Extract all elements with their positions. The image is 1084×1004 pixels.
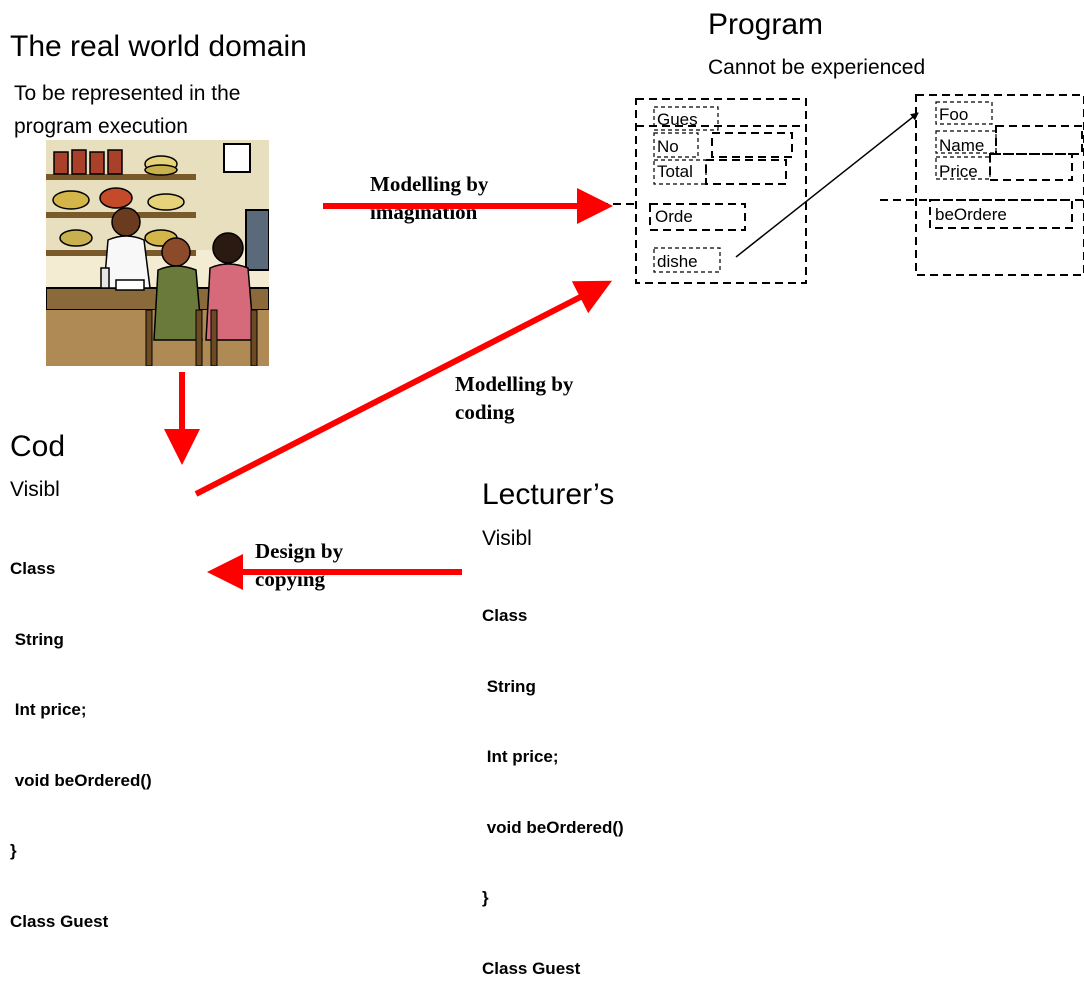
guest-object-box — [600, 98, 807, 284]
real-world-title: The real world domain — [10, 30, 307, 63]
food-field-price: Price — [939, 162, 978, 181]
guest-field-no: No — [657, 137, 679, 156]
program-subtitle: Cannot be experienced — [708, 56, 926, 79]
diagram-overlay — [164, 94, 1084, 590]
lecturer-code-line: Int price; — [482, 747, 559, 766]
code-panel-title: Cod — [10, 430, 66, 463]
coding-arrow — [194, 280, 613, 497]
guest-method-dishes: dishe — [657, 252, 698, 271]
restaurant-illustration — [45, 140, 270, 367]
design-label-line1: Design by — [255, 539, 344, 563]
imagination-label-line1: Modelling by — [370, 172, 489, 196]
code-line: String — [10, 629, 64, 649]
code-line: void beOrdered() — [10, 770, 152, 790]
guest-field-total: Total — [657, 162, 693, 181]
guest-object-header: Gues — [657, 110, 698, 129]
code-line: } — [10, 841, 17, 860]
lecturer-panel-subtitle: Visibl — [482, 527, 532, 550]
reference-arrow — [735, 112, 919, 258]
lecturer-code-line: } — [482, 888, 489, 907]
lecturer-code-line: String — [482, 676, 536, 696]
food-object-box — [880, 94, 1084, 276]
code-panel-subtitle: Visibl — [10, 478, 60, 501]
program-title: Program — [708, 8, 824, 41]
guest-method-order: Orde — [655, 207, 693, 226]
coding-arrow-label: Modelling by coding — [455, 370, 573, 426]
lecturer-code-line: void beOrdered() — [482, 817, 624, 837]
lecturer-panel-title: Lecturer’s — [482, 478, 615, 511]
code-line: Class — [10, 559, 56, 578]
coding-label-line2: coding — [455, 400, 515, 424]
real-world-subtitle-line2: program execution — [14, 115, 188, 138]
food-object-header: Foo — [939, 105, 969, 124]
code-line: Class Guest — [10, 911, 109, 931]
code-line: Int price; — [10, 700, 87, 719]
real-world-subtitle-line1: To be represented in the — [14, 82, 241, 105]
lecturer-code-line: Class — [482, 606, 528, 625]
lecturer-code-line: Class Guest — [482, 958, 581, 978]
food-field-name: Name — [939, 136, 985, 155]
food-method-beordered: beOrdere — [935, 205, 1007, 224]
coding-label-line1: Modelling by — [455, 372, 574, 396]
